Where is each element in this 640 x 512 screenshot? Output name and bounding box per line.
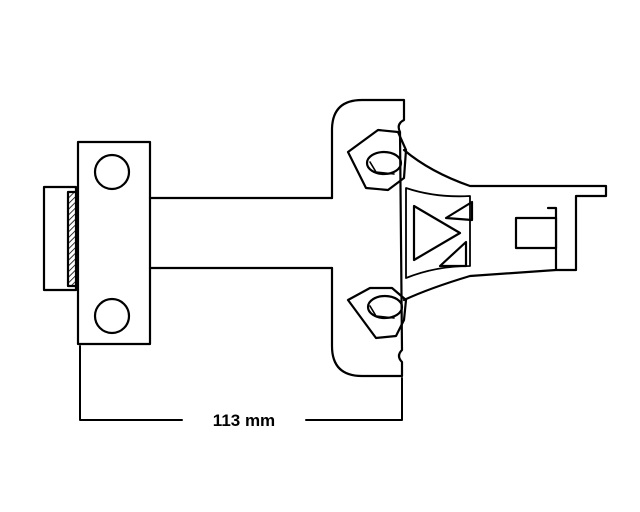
triangle-marker-lower-right (438, 240, 468, 268)
connecting-arm (148, 196, 334, 270)
lower-slot (366, 294, 404, 320)
frame-member (402, 148, 608, 302)
lower-bolt-hole (93, 297, 131, 335)
upper-bolt-hole (93, 153, 131, 191)
triangle-marker-left (412, 204, 462, 262)
end-slot (514, 216, 558, 250)
upper-slot (365, 150, 403, 176)
clamp-plate (76, 140, 152, 346)
lower-mounting-ear (346, 286, 408, 340)
hatched-spacer (66, 190, 80, 288)
dimension-line (79, 345, 403, 421)
mounting-flange (330, 98, 406, 378)
upper-mounting-ear (346, 128, 408, 192)
triangle-marker-upper-right (444, 200, 474, 222)
dimension-label: 113 mm (213, 411, 275, 430)
